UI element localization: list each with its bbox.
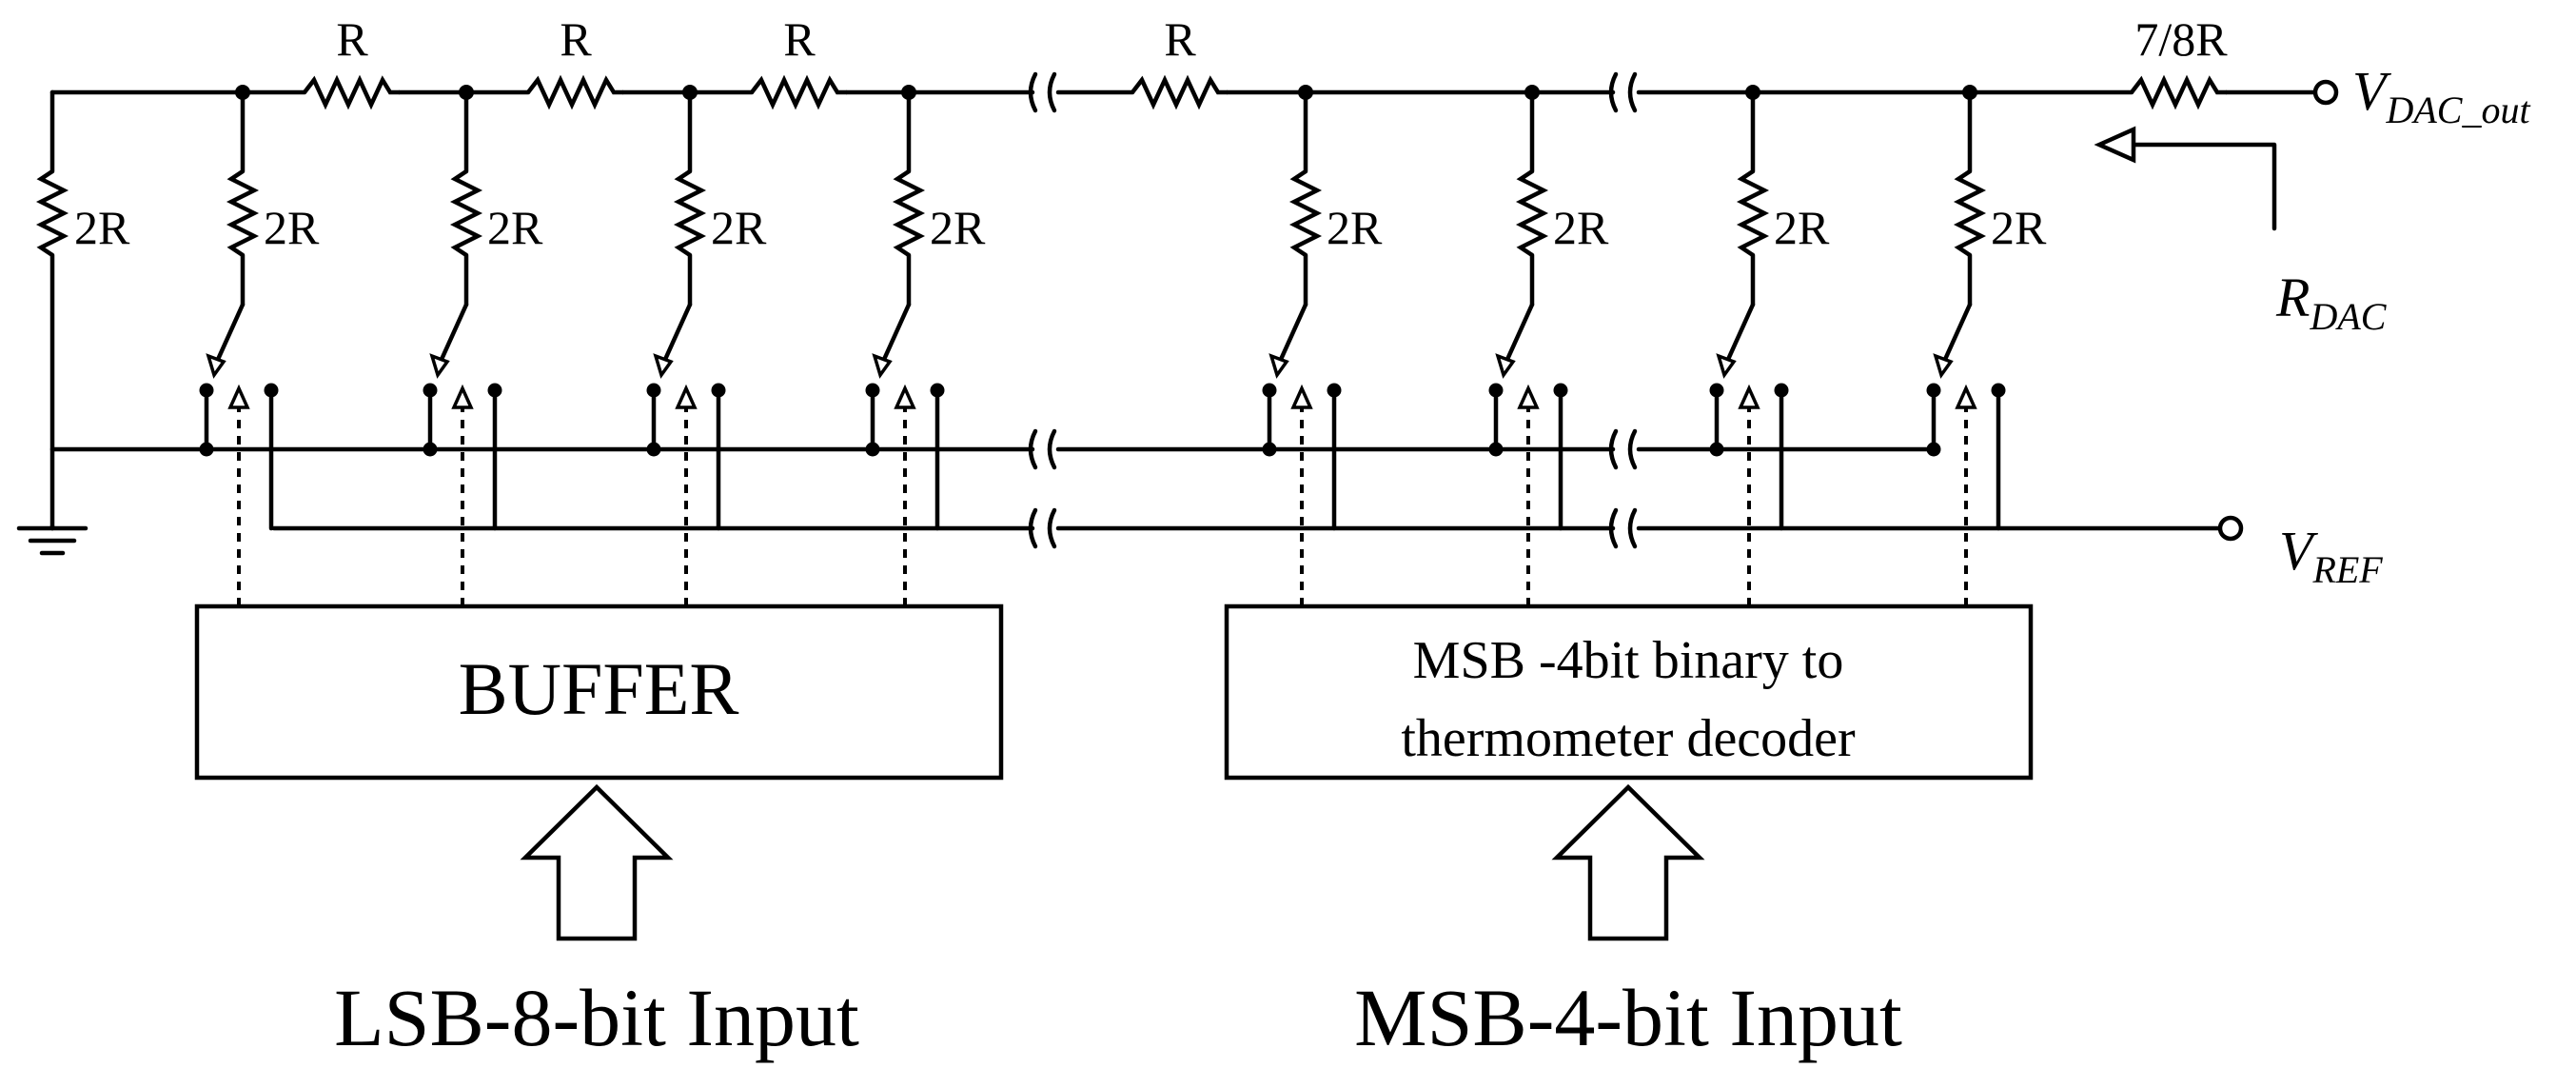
switch-blade (213, 302, 246, 366)
decoder-label-line1: MSB -4bit binary to (1413, 631, 1844, 690)
decoder-block: MSB -4bit binary to thermometer decoder (1224, 603, 2034, 781)
buffer-block: BUFFER (194, 603, 1004, 781)
shunt-resistor-label: 2R (264, 201, 320, 254)
shunt-resistor-label: 2R (1774, 201, 1830, 254)
input-arrow-icon (1551, 783, 1705, 941)
series-resistor-label: R (336, 12, 368, 66)
shunt-resistor (673, 169, 707, 257)
series-resistor-label: R (783, 12, 816, 66)
switch-branches: 2R 2R 2R 2R 2R 2R 2R 2R (199, 85, 2047, 606)
vref-label: VREF (2279, 520, 2383, 591)
branch-cell: 2R (423, 85, 543, 606)
switch-blade (660, 302, 693, 366)
series-resistor: R (526, 12, 623, 110)
decoder-label-line2: thermometer decoder (1401, 709, 1856, 768)
series-resistor-label: R (1164, 12, 1196, 66)
junction-dot (1262, 442, 1277, 457)
terminal-icon (2217, 515, 2244, 542)
shunt-resistor (449, 169, 483, 257)
junction-dot (865, 442, 880, 457)
vref-rail: VREF (271, 515, 2383, 591)
shunt-resistor-label: 2R (487, 201, 543, 254)
switch-blade (1940, 302, 1973, 366)
junction-dot (423, 442, 438, 457)
termination-resistor-label: 2R (74, 201, 130, 254)
branch-cell: 2R (1488, 85, 1609, 606)
switch-blade (437, 302, 469, 366)
switch-blade (1503, 302, 1535, 366)
final-resistor-label: 7/8R (2134, 12, 2228, 66)
series-resistor: R (1131, 12, 1228, 110)
switch-blade (1723, 302, 1756, 366)
rdac-label: RDAC (2275, 267, 2388, 338)
termination-resistor: 2R (35, 89, 130, 531)
shunt-resistor-label: 2R (1991, 201, 2047, 254)
series-resistor: R (303, 12, 400, 110)
branch-cell: 2R (1926, 85, 2047, 606)
shunt-resistor-label: 2R (1553, 201, 1609, 254)
break-mark-icon (1028, 71, 1638, 549)
shunt-resistor (1736, 169, 1770, 257)
lsb-input-label: LSB-8-bit Input (334, 972, 859, 1063)
branch-cell: 2R (1709, 85, 1830, 606)
junction-dot (1488, 442, 1504, 457)
branch-cell: 2R (865, 85, 986, 606)
series-resistor: R (750, 12, 847, 110)
shunt-resistor (1515, 169, 1549, 257)
final-resistor: 7/8R (2130, 12, 2228, 110)
shunt-resistor (892, 169, 926, 257)
switch-blade (879, 302, 912, 366)
shunt-resistor-label: 2R (711, 201, 767, 254)
branch-cell: 2R (199, 85, 320, 606)
shunt-resistor (1953, 169, 1987, 257)
series-resistor-label: R (560, 12, 592, 66)
rdac-arrow: RDAC (2094, 126, 2388, 338)
shunt-resistor (226, 169, 260, 257)
vdac-out-label: VDAC_out (2352, 60, 2530, 131)
switch-blade (1276, 302, 1308, 366)
shunt-resistor-label: 2R (930, 201, 986, 254)
ground-icon (16, 524, 88, 556)
branch-cell: 2R (1262, 85, 1383, 606)
shunt-resistor (1288, 169, 1323, 257)
buffer-label: BUFFER (459, 647, 739, 730)
junction-dot (646, 442, 661, 457)
terminal-icon (2312, 79, 2339, 106)
shunt-resistor-label: 2R (1327, 201, 1383, 254)
junction-dot (1709, 442, 1724, 457)
branch-cell: 2R (646, 85, 767, 606)
vdac-out-terminal: VDAC_out (2312, 60, 2530, 131)
input-arrow-icon (520, 783, 674, 941)
junction-dot (199, 442, 214, 457)
msb-input-label: MSB-4-bit Input (1354, 972, 1902, 1063)
